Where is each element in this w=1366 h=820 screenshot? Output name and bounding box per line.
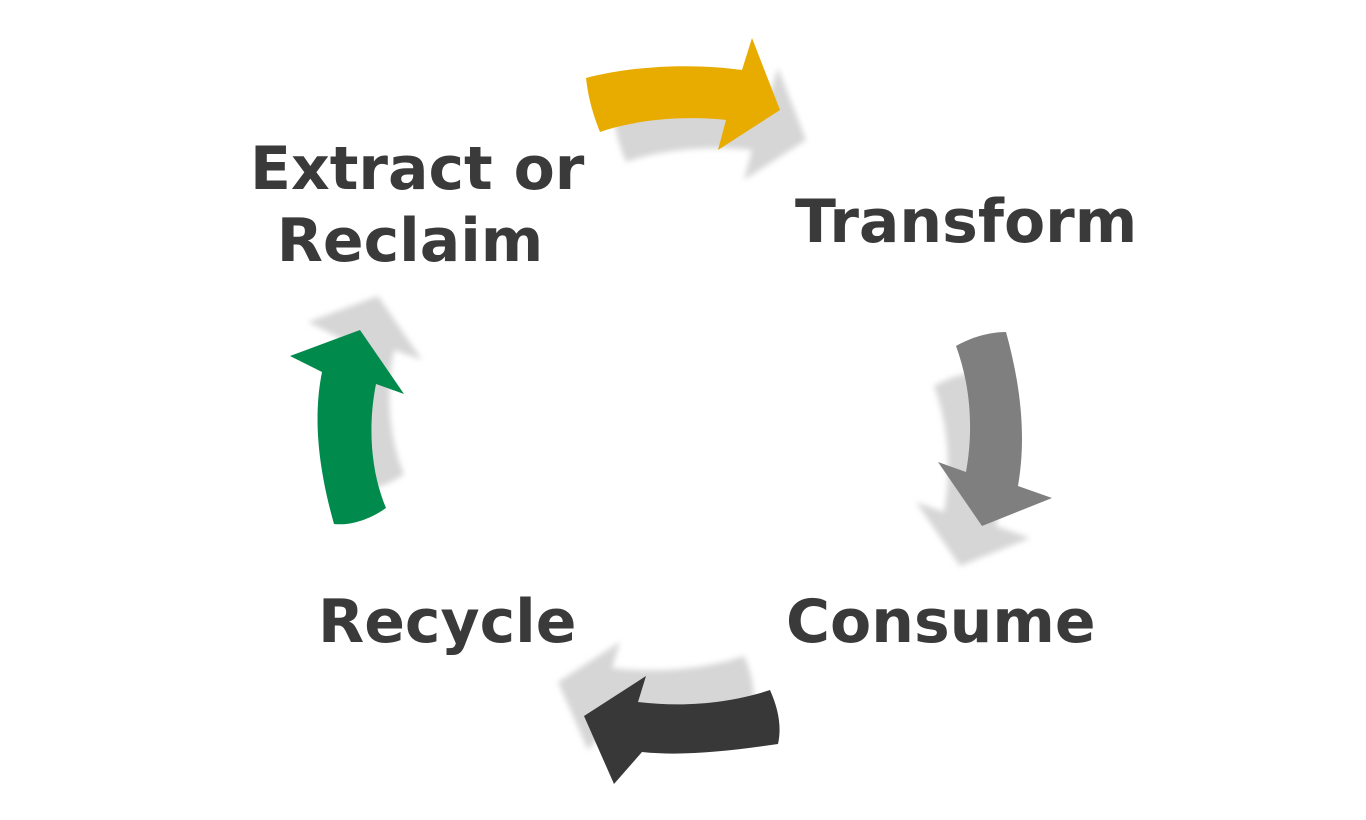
curved-arrow-left-icon <box>584 676 780 784</box>
curved-arrow-right-icon <box>586 38 780 150</box>
stage-label-consume: Consume <box>786 587 1096 657</box>
stage-label-line: Extract or <box>250 134 585 204</box>
stage-label-transform: Transform <box>795 187 1138 257</box>
arrow-consume-to-recycle <box>558 642 780 784</box>
arrow-recycle-to-extract <box>290 296 422 525</box>
stage-label-recycle: Recycle <box>318 587 577 657</box>
arrow-transform-to-consume <box>916 332 1052 566</box>
curved-arrow-right-icon-shadow <box>612 68 806 180</box>
curved-arrow-up-icon <box>290 330 404 525</box>
stage-label-line: Reclaim <box>276 206 544 276</box>
arrow-extract-to-transform <box>586 38 806 180</box>
stage-label-extract-or-reclaim: Extract or Reclaim <box>250 133 585 277</box>
curved-arrow-down-icon <box>938 332 1052 526</box>
